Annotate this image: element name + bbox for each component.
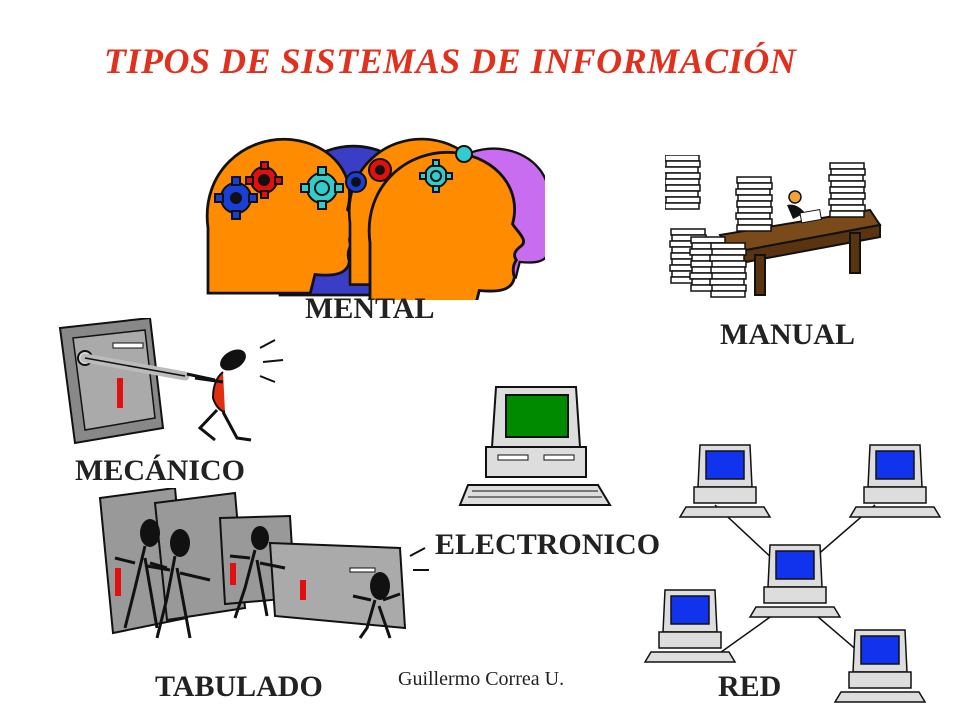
network-computers-icon [644, 444, 941, 703]
desk-papers-icon [665, 155, 882, 298]
label-mental: MENTAL [305, 292, 435, 325]
label-red: RED [718, 670, 782, 703]
label-tabulado: TABULADO [155, 670, 323, 703]
label-electronico: ELECTRONICO [435, 528, 661, 561]
label-manual: MANUAL [720, 318, 855, 351]
computer-icon [458, 386, 612, 506]
machine-lever-icon [58, 318, 284, 445]
label-mecanico: MECÁNICO [75, 454, 245, 487]
slide-title: TIPOS DE SISTEMAS DE INFORMACIÓN [104, 41, 797, 81]
footer-author: Guillermo Correa U. [398, 668, 565, 690]
tabulating-machines-icon [98, 488, 429, 639]
heads-gears-icon [205, 137, 545, 300]
